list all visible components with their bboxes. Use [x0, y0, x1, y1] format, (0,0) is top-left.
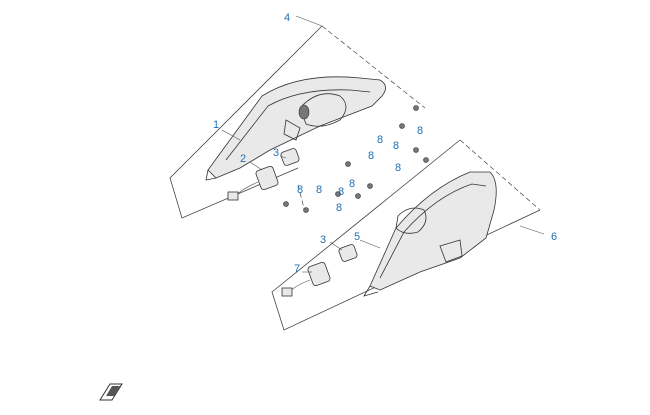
leader-lines — [221, 15, 545, 273]
callout-8: 8 — [368, 150, 374, 162]
lower-socket — [281, 261, 331, 297]
callout-8: 8 — [393, 140, 399, 152]
callout-8: 8 — [297, 184, 303, 196]
upper-light-housing — [205, 76, 386, 181]
callout-3-lower: 3 — [320, 234, 326, 246]
callout-4: 4 — [284, 12, 290, 24]
callout-5: 5 — [354, 231, 360, 243]
arrow-front-icon — [99, 383, 123, 401]
callout-labels: 4 1 3 2 8 8 8 8 8 8 8 8 8 8 5 3 7 6 — [213, 12, 557, 275]
callout-8: 8 — [336, 202, 342, 214]
callout-6: 6 — [551, 231, 557, 243]
upper-socket — [227, 165, 279, 201]
callout-8: 8 — [417, 125, 423, 137]
callout-8: 8 — [395, 162, 401, 174]
lower-bulb — [338, 244, 358, 262]
callout-1: 1 — [213, 119, 219, 131]
callout-8: 8 — [316, 184, 322, 196]
callout-7: 7 — [294, 263, 300, 275]
callout-3-upper: 3 — [273, 147, 279, 159]
upper-assembly-frame — [169, 25, 426, 219]
callout-8: 8 — [338, 186, 344, 198]
upper-bulb — [280, 148, 300, 166]
screw-set — [283, 105, 429, 213]
callout-2: 2 — [240, 153, 246, 165]
callout-8: 8 — [349, 178, 355, 190]
lower-light-housing — [363, 171, 497, 297]
callout-8: 8 — [377, 134, 383, 146]
